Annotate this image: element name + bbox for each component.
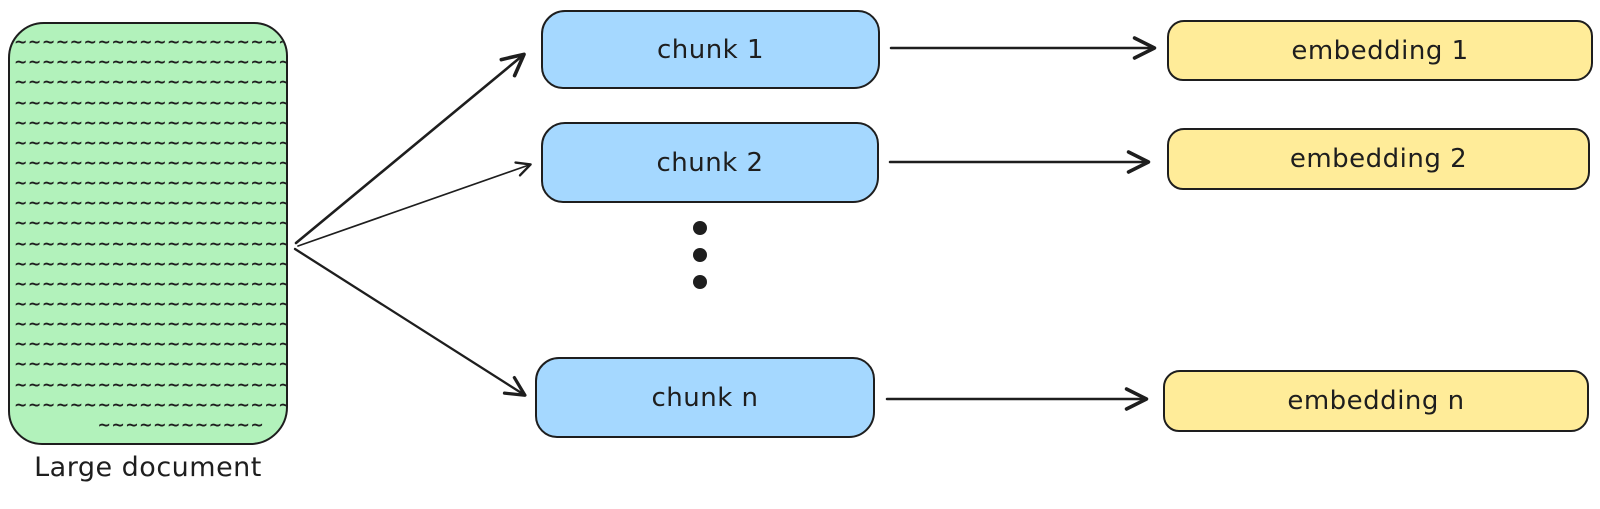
- chunk-n-label: chunk n: [651, 382, 759, 413]
- ellipsis-dot: [693, 221, 707, 235]
- document-squiggle-line: ~~~~~~~~~~~~~~~~~~~~~~~~: [14, 336, 286, 353]
- document-squiggle-line: ~~~~~~~~~~~~~~~~~~~~~~~~: [14, 255, 286, 272]
- document-squiggle-line: ~~~~~~~~~~~~~~~~~~~~~~~~: [14, 74, 286, 91]
- document-squiggle-line: ~~~~~~~~~~~~~~~~~~~~~~~~: [14, 34, 286, 51]
- document-squiggle-line: ~~~~~~~~~~~~~~~~~~~~~~~~: [14, 295, 286, 312]
- large-document-label: Large document: [34, 452, 262, 483]
- document-squiggle-line: ~~~~~~~~~~~~~~~~~~~~~~~~: [14, 356, 286, 373]
- document-squiggle-line: ~~~~~~~~~~~~~~~~~~~~~~~~: [14, 316, 286, 333]
- document-squiggle-line: ~~~~~~~~~~~~~~~~~~~~~~~~: [14, 396, 286, 413]
- embedding-n-label: embedding n: [1287, 386, 1465, 416]
- document-squiggle-line: ~~~~~~~~~~~~~~~~~~~~~~~~: [14, 134, 286, 151]
- embedding-2-node: embedding 2: [1167, 128, 1590, 190]
- document-squiggle-line: ~~~~~~~~~~~~~~~~~~~~~~~~: [14, 215, 286, 232]
- chunk-2-node: chunk 2: [541, 122, 879, 203]
- arrow-doc-to-chunk-1: [294, 52, 526, 245]
- document-lines: ~~~~~~~~~~~~~~~~~~~~~~~~~~~~~~~~~~~~~~~~…: [10, 24, 286, 443]
- arrow-doc-to-chunk-n: [293, 247, 527, 397]
- embedding-n-node: embedding n: [1163, 370, 1589, 432]
- embedding-1-label: embedding 1: [1291, 35, 1469, 66]
- ellipsis-dot: [693, 275, 707, 289]
- arrow-doc-to-chunk-2: [297, 161, 532, 247]
- document-squiggle-line: ~~~~~~~~~~~~~~~~~~~~~~~~: [14, 376, 286, 393]
- chunk-n-node: chunk n: [535, 357, 875, 438]
- document-squiggle-line: ~~~~~~~~~~~~~~~~~~~~~~~~: [14, 154, 286, 171]
- large-document-node: ~~~~~~~~~~~~~~~~~~~~~~~~~~~~~~~~~~~~~~~~…: [8, 22, 288, 445]
- embedding-2-label: embedding 2: [1289, 144, 1468, 174]
- document-squiggle-line: ~~~~~~~~~~~~~~~~~~~~~~~~: [14, 235, 286, 252]
- document-squiggle-line: ~~~~~~~~~~~~~~~~~~~~~~~~: [14, 195, 286, 212]
- document-squiggle-line: ~~~~~~~~~~~~~~~~~~~~~~~~: [14, 175, 286, 192]
- document-squiggle-line: ~~~~~~~~~~~~~~~~~~~~~~~~: [14, 114, 286, 131]
- ellipsis-dot: [693, 248, 707, 262]
- document-squiggle-line: ~~~~~~~~~~~~~~~~~~~~~~~~: [14, 94, 286, 111]
- document-squiggle-line-last: ~~~~~~~~~~~~: [97, 416, 265, 433]
- embedding-1-node: embedding 1: [1167, 20, 1593, 81]
- chunk-1-label: chunk 1: [656, 34, 765, 65]
- chunk-1-node: chunk 1: [541, 10, 880, 89]
- ellipsis-dots: [693, 221, 707, 289]
- document-squiggle-line: ~~~~~~~~~~~~~~~~~~~~~~~~: [14, 54, 286, 71]
- document-squiggle-line: ~~~~~~~~~~~~~~~~~~~~~~~~: [14, 275, 286, 292]
- chunk-2-label: chunk 2: [656, 147, 764, 178]
